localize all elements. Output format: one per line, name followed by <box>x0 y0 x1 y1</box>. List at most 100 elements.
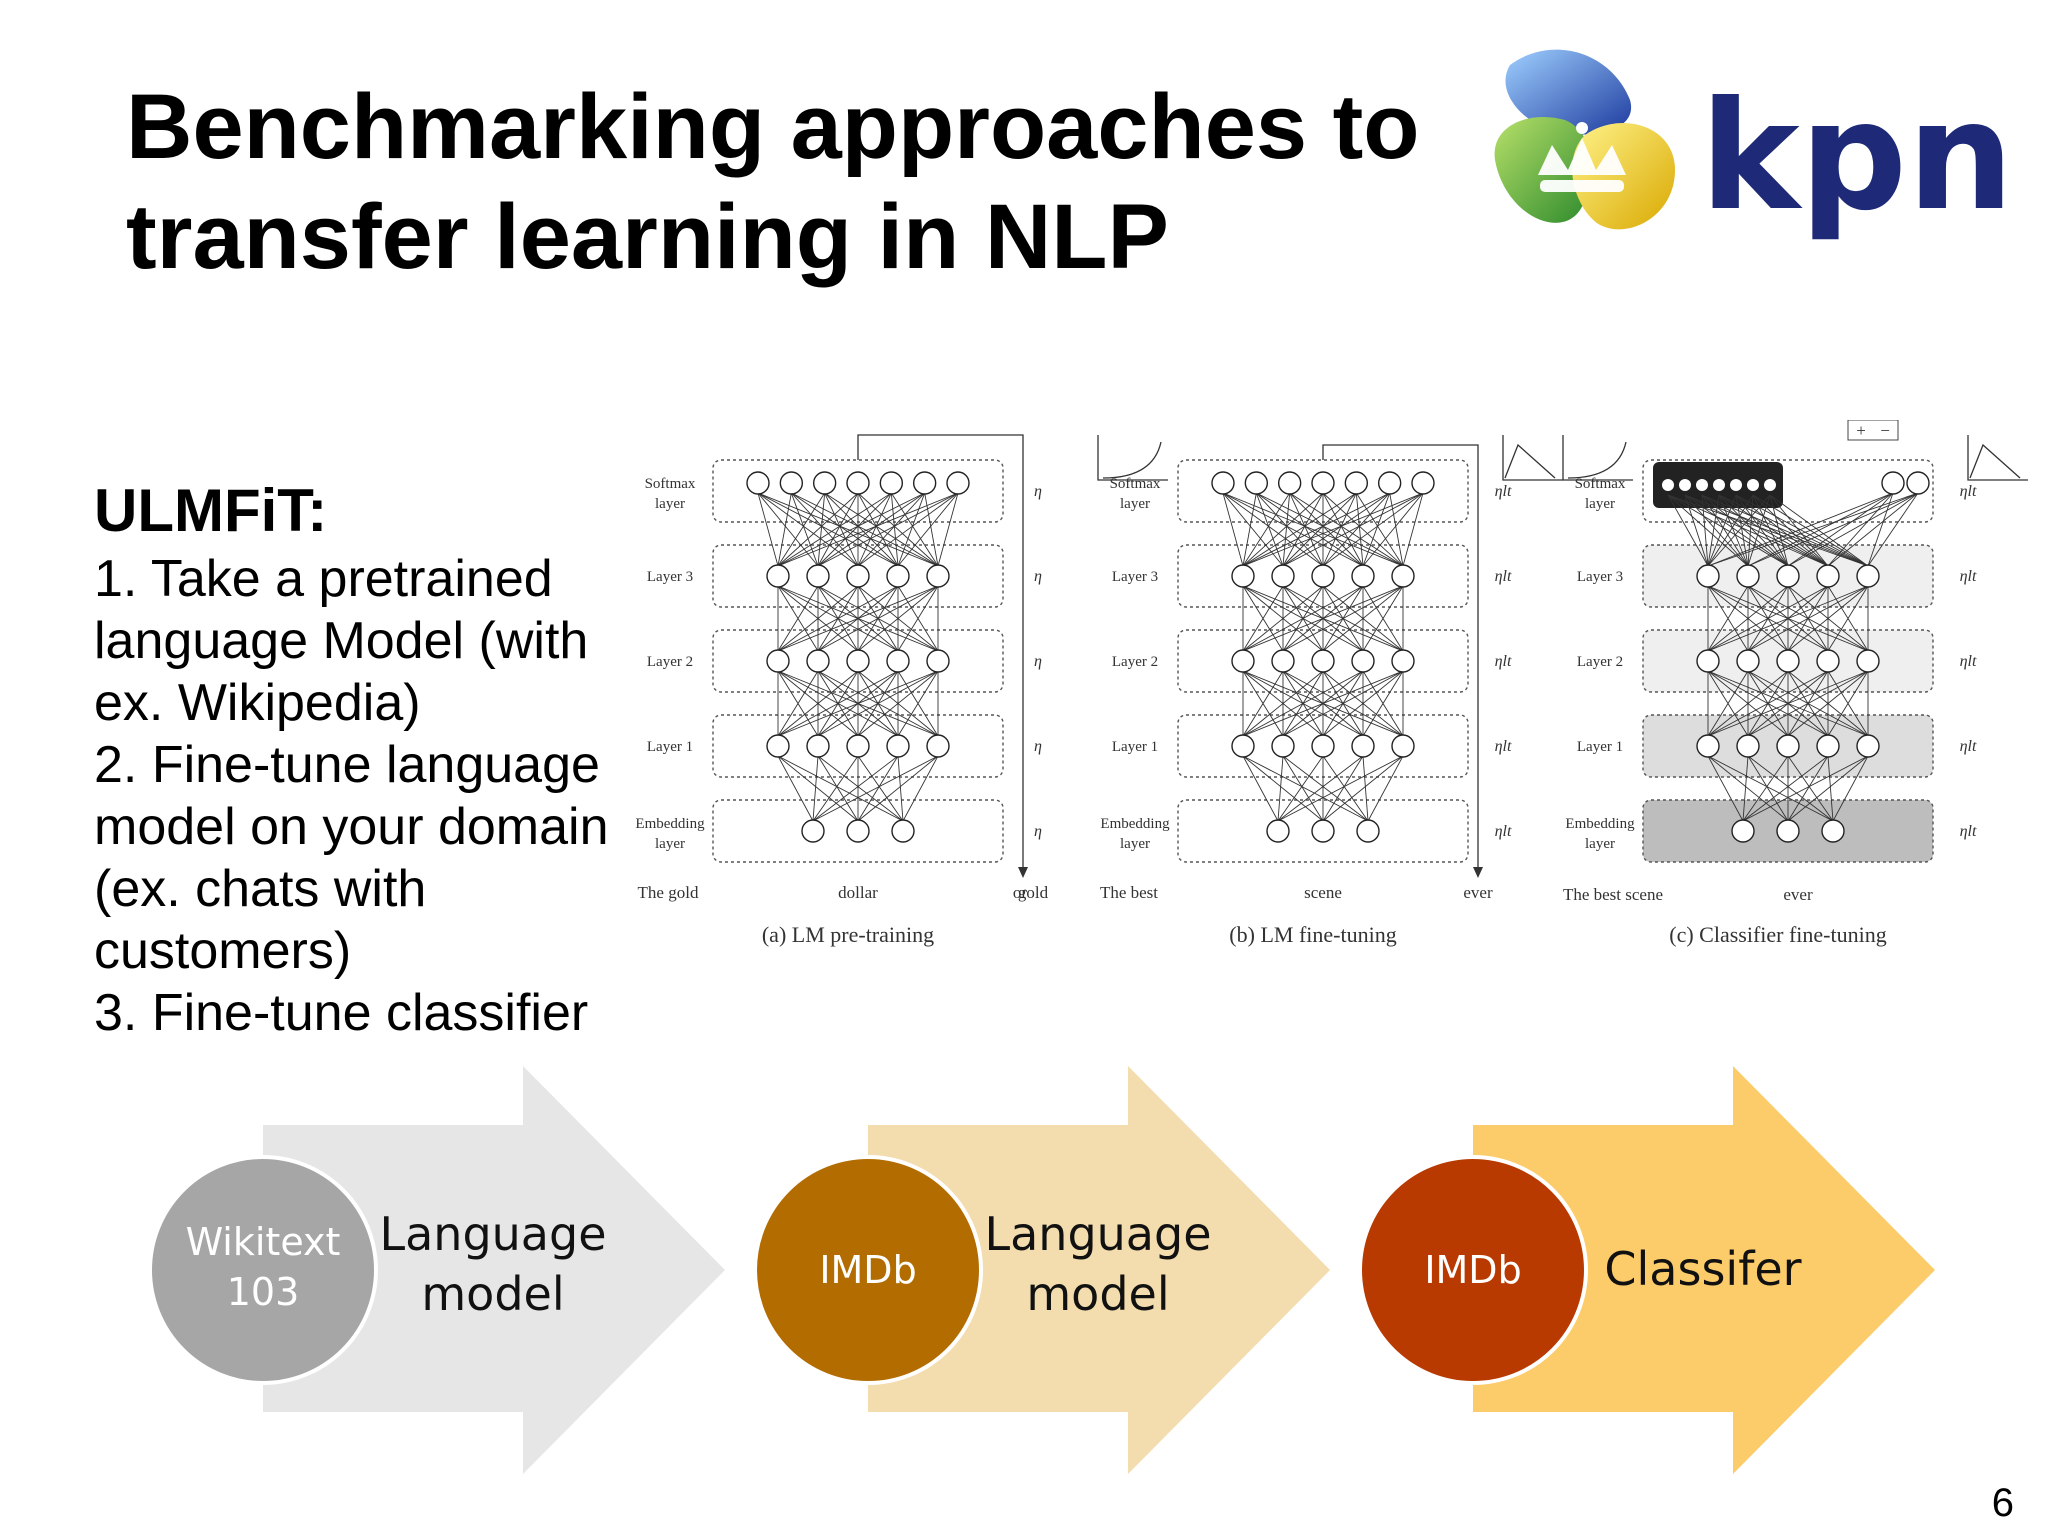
neuron <box>1736 564 1760 588</box>
neuron <box>1231 564 1255 588</box>
connection-line <box>1242 585 1364 652</box>
ulmfit-steps-list: 1. Take a pretrained language Model (wit… <box>94 548 634 1044</box>
connection-line <box>1289 492 1404 567</box>
step-3: 3. Fine-tune classifier <box>94 984 589 1042</box>
connection-line <box>1707 585 1749 652</box>
connection-line <box>1362 492 1391 567</box>
connection-line <box>1242 585 1404 652</box>
neuron <box>926 734 950 758</box>
neuron <box>1391 734 1415 758</box>
connection-line <box>1787 755 1834 822</box>
connection-line <box>1684 494 1789 567</box>
connection-line <box>1742 755 1749 822</box>
connection-line <box>1735 494 1789 567</box>
connection-line <box>1701 494 1709 567</box>
neuron <box>1377 471 1402 495</box>
connection-line <box>1362 755 1369 822</box>
connection-line <box>1707 670 1869 737</box>
kpn-logo: kpn <box>1494 49 2010 244</box>
connection-line <box>1282 755 1324 822</box>
connection-line <box>1242 492 1257 567</box>
connection-line <box>1242 492 1357 567</box>
neuron <box>912 471 937 495</box>
stage-circle <box>148 1155 378 1385</box>
learning-rate-label: ηlt <box>1495 823 1512 840</box>
pool-minus-symbol: − <box>1880 421 1890 440</box>
neuron <box>1344 471 1369 495</box>
connection-line <box>857 755 939 822</box>
page-number: 6 <box>1991 1481 2014 1525</box>
input-word: scene <box>1304 883 1342 902</box>
connection-line <box>1742 755 1789 822</box>
connection-line <box>1322 492 1424 567</box>
connection-line <box>1667 494 1829 567</box>
connection-line <box>1322 755 1369 822</box>
neuron <box>1271 649 1295 673</box>
layer-label: layer <box>655 496 685 512</box>
connection-line <box>1742 755 1869 822</box>
connection-line <box>777 755 859 822</box>
neuron <box>846 819 870 843</box>
slanted-triangular-lr-inset <box>1502 435 1563 481</box>
pool-node <box>1747 479 1759 491</box>
neuron <box>766 564 790 588</box>
connection-line <box>1707 494 1771 567</box>
connection-line <box>1787 755 1829 822</box>
layer-label: Layer 3 <box>647 569 693 585</box>
slide-title-line-2: transfer learning in NLP <box>126 186 1169 288</box>
layer-label: Layer 1 <box>1577 739 1623 755</box>
neuron <box>1231 649 1255 673</box>
neuron <box>926 564 950 588</box>
connection-line <box>1242 755 1279 822</box>
neuron <box>1736 649 1760 673</box>
layer-label: layer <box>1120 836 1150 852</box>
connection-line <box>1752 494 1829 567</box>
pool-node <box>1730 479 1742 491</box>
connection-line <box>897 492 959 567</box>
connection-line <box>1707 755 1744 822</box>
connection-line <box>777 492 892 567</box>
connection-line <box>1667 494 1869 567</box>
connection-line <box>1787 585 1869 652</box>
slide-title: Benchmarking approaches to transfer lear… <box>126 72 1456 292</box>
connection-line <box>791 492 899 567</box>
neuron <box>1411 471 1435 495</box>
layer-label: Layer 2 <box>1577 654 1623 670</box>
step-1: 1. Take a pretrained language Model (wit… <box>94 550 589 732</box>
connection-line <box>1735 494 1749 567</box>
connection-line <box>1769 494 1869 567</box>
connection-line <box>1707 755 1834 822</box>
neuron <box>886 649 910 673</box>
connection-line <box>812 755 819 822</box>
connection-line <box>1701 494 1829 567</box>
pool-node <box>1696 479 1708 491</box>
connection-line <box>897 670 939 737</box>
connection-line <box>777 755 814 822</box>
neuron <box>1776 734 1800 758</box>
connection-line <box>1242 670 1404 737</box>
neuron <box>1776 564 1800 588</box>
neuron <box>1856 734 1880 758</box>
neuron <box>1351 564 1375 588</box>
connection-line <box>1752 494 1789 567</box>
arrowhead <box>1018 867 1028 878</box>
neuron <box>1231 734 1255 758</box>
connection-line <box>1242 670 1324 737</box>
learning-rate-label: ηlt <box>1960 823 1977 840</box>
connection-line <box>1827 585 1869 652</box>
connection-line <box>790 492 819 567</box>
layer-label: Layer 2 <box>647 654 693 670</box>
neuron <box>1351 649 1375 673</box>
connection-line <box>902 755 939 822</box>
connection-line <box>812 755 859 822</box>
layer-label: Softmax <box>1110 476 1161 492</box>
neuron <box>1356 819 1380 843</box>
connection-line <box>1222 492 1284 567</box>
connection-line <box>1362 670 1404 737</box>
connection-line <box>817 755 859 822</box>
neuron <box>891 819 915 843</box>
connection-line <box>1282 585 1404 652</box>
neuron <box>1311 734 1335 758</box>
